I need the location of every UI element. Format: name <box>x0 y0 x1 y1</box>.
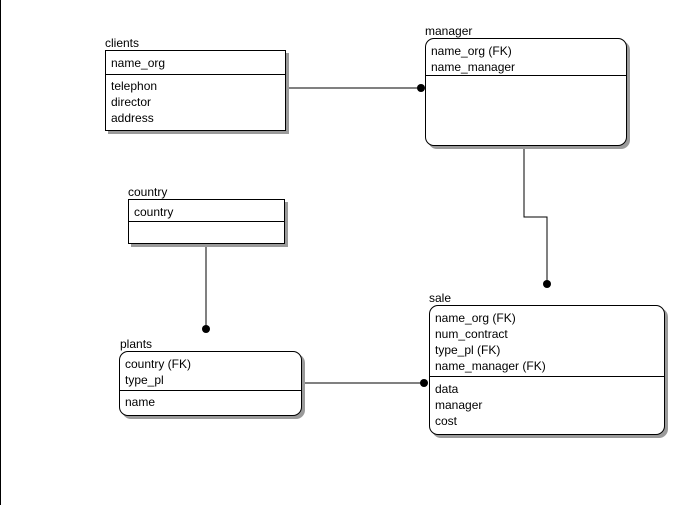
entity-sale-title: sale <box>429 291 452 305</box>
entity-clients-keys: name_org <box>106 51 285 75</box>
entity-country-attributes <box>129 221 284 243</box>
entity-clients-attributes: telephon director address <box>106 74 285 130</box>
entity-manager-key-1: name_manager <box>431 60 516 74</box>
entity-plants-key-0: country (FK) <box>125 357 192 371</box>
entity-sale-key-0: name_org (FK) <box>435 311 516 325</box>
entity-plants-keys: country (FK) type_pl <box>120 352 301 392</box>
entity-plants-attributes: name <box>120 390 301 415</box>
entity-sale[interactable]: name_org (FK) num_contract type_pl (FK) … <box>429 305 665 435</box>
rel-country-plants-endpoint <box>202 325 210 333</box>
entity-country-keys: country <box>129 200 284 224</box>
entity-sale-key-1: num_contract <box>435 327 508 341</box>
entity-sale-attr-0: data <box>435 382 459 396</box>
entity-clients-title: clients <box>105 36 140 50</box>
entity-plants-attr-0: name <box>125 395 156 409</box>
entity-plants-title: plants <box>120 337 153 351</box>
entity-clients[interactable]: name_org telephon director address <box>105 50 286 131</box>
entity-sale-key-2: type_pl (FK) <box>435 343 501 357</box>
entity-plants[interactable]: country (FK) type_pl name <box>119 351 302 416</box>
entity-manager-key-0: name_org (FK) <box>431 44 512 58</box>
entity-clients-attr-1: director <box>111 95 152 109</box>
entity-country[interactable]: country <box>128 199 285 244</box>
entity-sale-attr-2: cost <box>435 414 458 428</box>
rel-clients-manager-endpoint <box>417 84 425 92</box>
entity-clients-attr-0: telephon <box>111 79 158 93</box>
rel-plants-sale-endpoint <box>420 379 428 387</box>
rel-manager-sale-endpoint <box>543 280 551 288</box>
entity-plants-key-1: type_pl <box>125 373 164 387</box>
entity-manager[interactable]: name_org (FK) name_manager <box>425 38 627 146</box>
entity-sale-key-3: name_manager (FK) <box>435 359 546 373</box>
entity-manager-attributes <box>426 75 626 145</box>
entity-country-key-0: country <box>134 205 174 219</box>
entity-clients-attr-2: address <box>111 111 154 125</box>
entity-manager-title: manager <box>425 24 473 38</box>
window-left-border <box>0 0 1 505</box>
entity-country-title: country <box>128 185 168 199</box>
entity-manager-keys: name_org (FK) name_manager <box>426 39 626 78</box>
entity-sale-attributes: data manager cost <box>430 376 664 434</box>
entity-clients-key-0: name_org <box>111 56 166 70</box>
entity-sale-keys: name_org (FK) num_contract type_pl (FK) … <box>430 306 664 378</box>
entity-sale-attr-1: manager <box>435 398 483 412</box>
rel-manager-sale-line <box>523 146 548 284</box>
